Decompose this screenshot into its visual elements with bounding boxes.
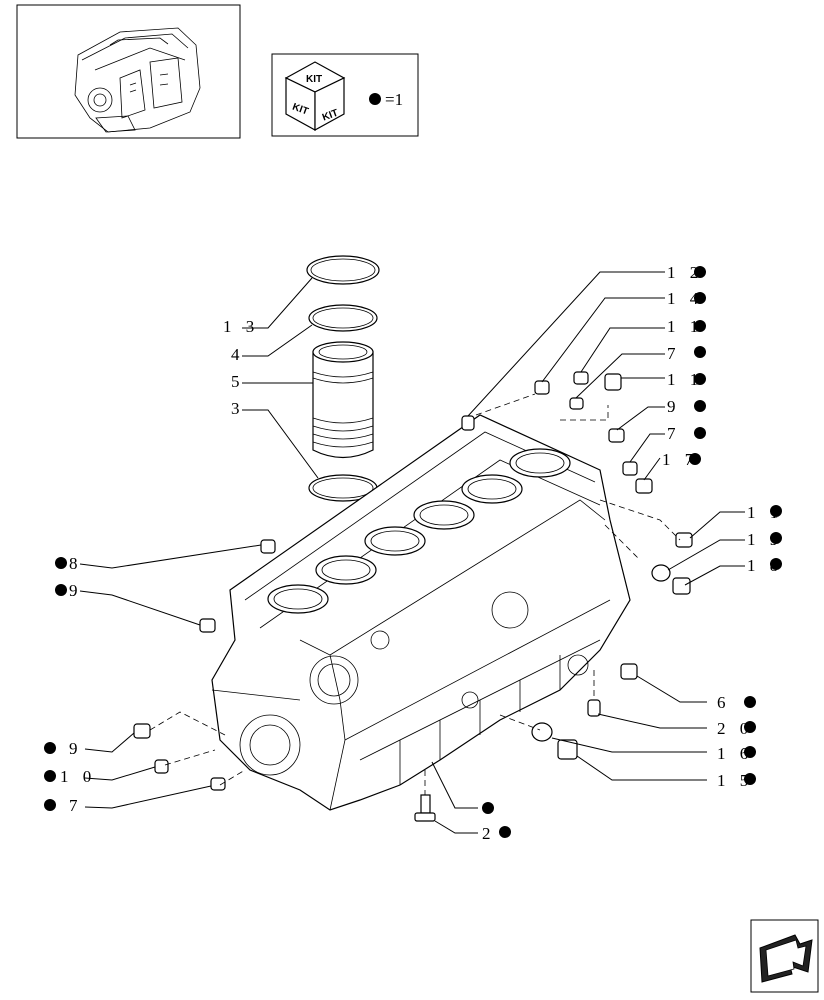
callout-12-label[interactable]: 1 2 — [667, 263, 703, 282]
plug-7c[interactable] — [210, 777, 226, 791]
callout-9c-label[interactable]: 9 — [69, 739, 83, 758]
engine-thumbnail[interactable] — [16, 4, 241, 139]
callout-11c-dot — [770, 505, 782, 517]
kit-equals-text: =1 — [385, 90, 403, 109]
callout-11a-label[interactable]: 1 1 — [667, 317, 703, 336]
callout-14-label[interactable]: 1 4 — [667, 289, 703, 308]
callout-8-label[interactable]: 8 — [69, 554, 83, 573]
callout-20-dot — [744, 721, 756, 733]
bolt-2[interactable] — [414, 794, 436, 822]
plug-18[interactable] — [672, 577, 691, 595]
plug-7a[interactable] — [569, 397, 584, 410]
callout-11b-label[interactable]: 1 1 — [667, 370, 703, 389]
plug-7b[interactable] — [622, 461, 638, 476]
callout-7b-dot — [694, 427, 706, 439]
callout-4-label[interactable]: 4 — [231, 345, 245, 364]
callout-15-dot — [744, 773, 756, 785]
ring-19[interactable] — [651, 564, 671, 582]
leader-lines — [79, 271, 745, 834]
callout-7a-label[interactable]: 7 — [667, 344, 681, 363]
callout-7c-label[interactable]: 7 — [69, 796, 83, 815]
callout-10-label[interactable]: 1 0 — [60, 767, 96, 786]
plug-14[interactable] — [534, 380, 550, 395]
callout-18-label[interactable]: 1 8 — [747, 556, 783, 575]
engine-block — [211, 414, 631, 811]
plug-9a[interactable] — [608, 428, 625, 443]
callout-2-label[interactable]: 2 — [482, 824, 496, 843]
callout-5-label[interactable]: 5 — [231, 372, 245, 391]
callout-17-dot — [689, 453, 701, 465]
callout-19-label[interactable]: 1 9 — [747, 530, 783, 549]
liner-parts — [306, 255, 380, 502]
plug-12[interactable] — [461, 415, 475, 431]
kit-box-icon: KIT KIT KIT — [284, 61, 346, 132]
callout-6-dot — [744, 696, 756, 708]
callout-2-dot — [499, 826, 511, 838]
callout-19-dot — [770, 532, 782, 544]
callouts: 1 2 1 4 1 1 7 1 1 9 7 1 7 1 1 1 9 1 8 1 … — [44, 263, 783, 843]
callout-9a-dot — [694, 400, 706, 412]
callout-9a-label[interactable]: 9 — [667, 397, 681, 416]
callout-18-dot — [770, 558, 782, 570]
kit-dot-icon — [369, 93, 381, 105]
plug-9c[interactable] — [133, 723, 151, 739]
kit-word-top: KIT — [306, 74, 322, 85]
callout-17-label[interactable]: 1 7 — [662, 450, 698, 469]
callout-16-label[interactable]: 1 6 — [717, 744, 753, 763]
plug-11a[interactable] — [573, 371, 589, 385]
plug-17[interactable] — [635, 478, 653, 494]
next-page-button[interactable] — [750, 919, 819, 993]
callout-7b-label[interactable]: 7 — [667, 424, 681, 443]
kit-word-right: KIT — [321, 108, 340, 124]
pin-10[interactable] — [154, 759, 169, 774]
kit-word-left: KIT — [291, 102, 310, 118]
callout-6-label[interactable]: 6 — [717, 693, 731, 712]
engine-sketch-icon — [74, 27, 201, 133]
callout-3-label[interactable]: 3 — [231, 399, 245, 418]
pin-20[interactable] — [587, 699, 601, 717]
plug-8[interactable] — [260, 539, 276, 554]
seal-ring-13[interactable] — [306, 255, 380, 285]
callout-12-dot — [694, 266, 706, 278]
callout-13-label[interactable]: 1 3 — [223, 317, 259, 336]
callout-7a-dot — [694, 346, 706, 358]
callout-8-dot — [55, 557, 67, 569]
ring-16[interactable] — [531, 722, 553, 742]
callout-10-dot — [44, 770, 56, 782]
callout-9b-label[interactable]: 9 — [69, 581, 83, 600]
seal-ring-4[interactable] — [308, 304, 378, 332]
callout-11a-dot — [694, 320, 706, 332]
callout-20-label[interactable]: 2 0 — [717, 719, 753, 738]
callout-15-label[interactable]: 1 5 — [717, 771, 753, 790]
callout-11b-dot — [694, 373, 706, 385]
kit-legend: KIT KIT KIT =1 — [271, 53, 419, 137]
callout-9c-dot — [44, 742, 56, 754]
plug-15[interactable] — [557, 739, 578, 760]
cylinder-liner-5[interactable] — [312, 341, 374, 459]
callout-14-dot — [694, 292, 706, 304]
callout-7c-dot — [44, 799, 56, 811]
plug-6[interactable] — [620, 663, 638, 680]
small-parts — [133, 371, 693, 822]
callout-9b-dot — [55, 584, 67, 596]
callout-16-dot — [744, 746, 756, 758]
callout-block-dot — [482, 802, 494, 814]
callout-11c-label[interactable]: 1 1 — [747, 503, 783, 522]
plug-11b[interactable] — [604, 373, 622, 391]
plug-9b[interactable] — [199, 618, 216, 633]
plug-11c[interactable] — [675, 532, 693, 548]
